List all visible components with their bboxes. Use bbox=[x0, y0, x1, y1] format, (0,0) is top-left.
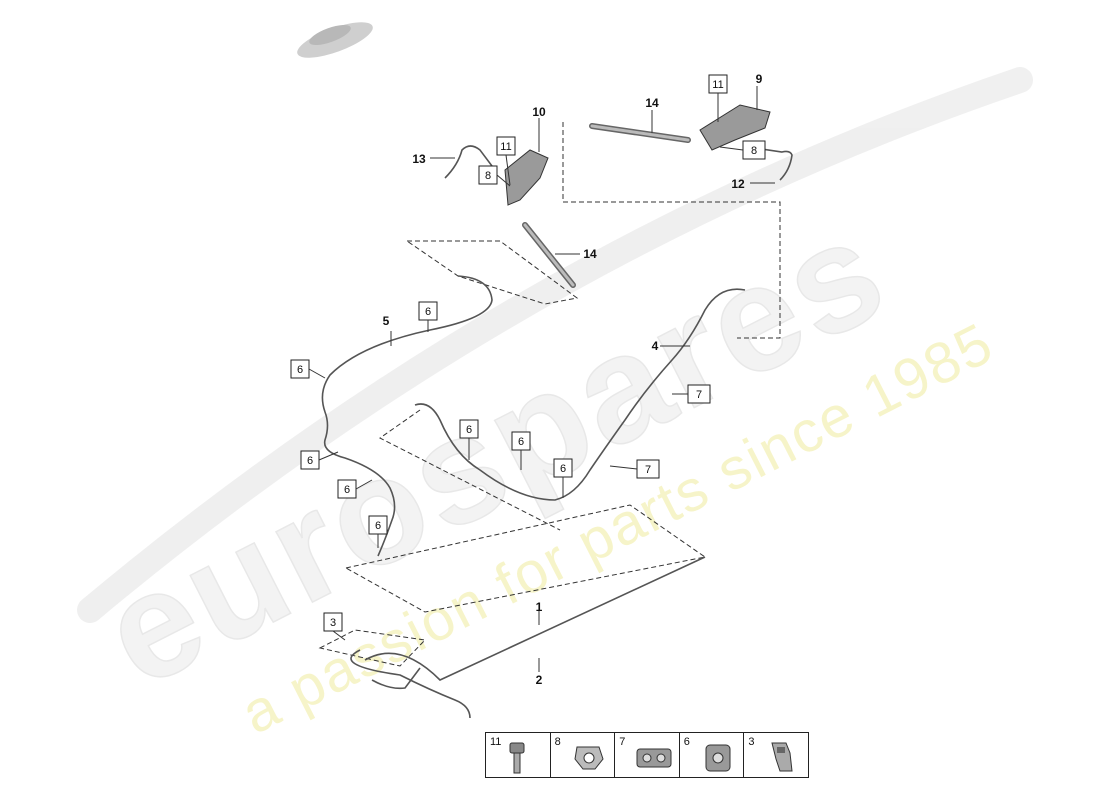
outline-right-loop bbox=[562, 122, 781, 339]
single-clip-icon bbox=[705, 744, 731, 772]
outline-rear-panel bbox=[344, 504, 707, 613]
box-6-h: 6 bbox=[560, 463, 566, 475]
callout-2: 2 bbox=[536, 673, 543, 687]
brackets bbox=[504, 104, 771, 206]
box-6-c: 6 bbox=[307, 455, 313, 467]
box-6-g: 6 bbox=[518, 436, 524, 448]
legend-number: 8 bbox=[554, 736, 561, 748]
box-8-right: 8 bbox=[751, 145, 757, 157]
legend-number: 3 bbox=[748, 736, 755, 748]
double-clip-icon bbox=[636, 748, 672, 768]
legend-cell-11[interactable]: 11 bbox=[486, 733, 551, 777]
line-1 bbox=[364, 556, 706, 681]
legend-number: 11 bbox=[490, 736, 502, 748]
callouts: 1 2 4 5 9 10 12 13 14 14 bbox=[383, 72, 763, 687]
line-13 bbox=[444, 145, 496, 179]
boxed-label-text: 11 11 8 8 6 6 6 6 6 6 6 6 7 7 3 bbox=[297, 79, 757, 629]
line-2 bbox=[350, 649, 471, 719]
box-7-lower: 7 bbox=[645, 464, 651, 476]
brake-hoses bbox=[522, 123, 691, 288]
line-4 bbox=[414, 288, 746, 501]
line-5 bbox=[321, 275, 493, 557]
outline-left-bracket bbox=[405, 240, 579, 305]
callout-9: 9 bbox=[756, 72, 763, 86]
parts-legend: 11 8 7 6 3 bbox=[485, 732, 809, 778]
box-6-b: 6 bbox=[297, 364, 303, 376]
bracket-9 bbox=[699, 104, 771, 151]
callout-14-upper: 14 bbox=[645, 96, 659, 110]
legend-number: 6 bbox=[683, 736, 690, 748]
bracket-10 bbox=[504, 149, 549, 206]
outline-mid-lines bbox=[379, 409, 561, 531]
bolt-icon bbox=[509, 742, 525, 774]
box-6-e: 6 bbox=[375, 520, 381, 532]
box-11-right: 11 bbox=[712, 79, 723, 91]
outline-lower-bracket bbox=[318, 629, 427, 667]
leader-lines bbox=[390, 86, 775, 672]
legend-cell-8[interactable]: 8 bbox=[551, 733, 616, 777]
boxed-labels bbox=[290, 74, 766, 632]
legend-cell-6[interactable]: 6 bbox=[680, 733, 745, 777]
callout-1: 1 bbox=[536, 600, 543, 614]
car-thumbnail-icon bbox=[297, 22, 373, 58]
legend-cell-7[interactable]: 7 bbox=[615, 733, 680, 777]
brake-lines bbox=[321, 145, 793, 719]
callout-5: 5 bbox=[383, 314, 390, 328]
callout-12: 12 bbox=[731, 177, 745, 191]
watermark: eurospares a passion for parts since 198… bbox=[77, 67, 1033, 747]
bracket-clip-icon bbox=[771, 742, 793, 772]
box-6-d: 6 bbox=[344, 484, 350, 496]
line-12 bbox=[754, 147, 793, 181]
box-leaders bbox=[308, 93, 744, 641]
box-11-left: 11 bbox=[500, 141, 511, 153]
dashed-outlines bbox=[318, 122, 781, 667]
box-8-left: 8 bbox=[485, 170, 491, 182]
legend-cell-3[interactable]: 3 bbox=[744, 733, 808, 777]
box-3: 3 bbox=[330, 617, 336, 629]
box-6-a: 6 bbox=[425, 306, 431, 318]
callout-14-lower: 14 bbox=[583, 247, 597, 261]
callout-10: 10 bbox=[532, 105, 546, 119]
callout-13: 13 bbox=[412, 152, 426, 166]
box-7-upper: 7 bbox=[696, 389, 702, 401]
box-6-f: 6 bbox=[466, 424, 472, 436]
line-3 bbox=[371, 667, 421, 690]
clamp-icon bbox=[574, 746, 604, 770]
legend-number: 7 bbox=[619, 736, 626, 748]
callout-4: 4 bbox=[652, 339, 659, 353]
